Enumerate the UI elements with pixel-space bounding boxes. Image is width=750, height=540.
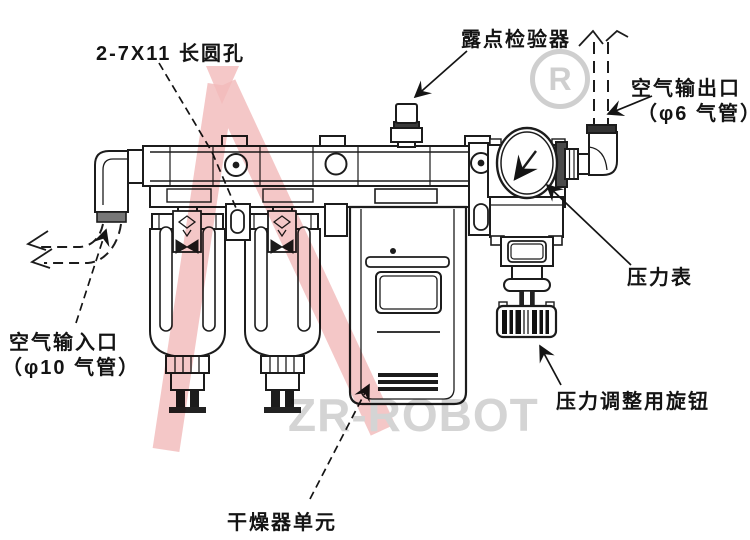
leader-air-inlet <box>75 228 110 324</box>
dryer-unit <box>348 205 468 406</box>
gauge-needle <box>513 150 538 181</box>
pressure-gauge <box>495 126 559 200</box>
filter-unit-2 <box>244 206 321 413</box>
pressure-regulator <box>468 126 568 339</box>
pressure-adjust-knob <box>495 301 558 339</box>
outlet-elbow <box>564 124 618 180</box>
leader-knob <box>539 344 562 386</box>
leader-air-outlet <box>606 95 653 117</box>
outlet-pipe-break <box>578 29 629 47</box>
inlet-pipe-dashed <box>38 223 122 264</box>
filter-unit-1 <box>149 206 226 413</box>
outlet-pipe-dashed <box>593 42 609 125</box>
bracket-2 <box>324 203 348 237</box>
dew-point-checker <box>390 103 423 148</box>
inlet-pipe-break <box>25 230 53 269</box>
inlet-elbow <box>94 150 129 223</box>
leader-dryer <box>309 383 370 500</box>
leader-dew-point <box>413 50 468 99</box>
leader-pressure-gauge <box>545 183 632 266</box>
slot-bracket <box>225 203 251 241</box>
